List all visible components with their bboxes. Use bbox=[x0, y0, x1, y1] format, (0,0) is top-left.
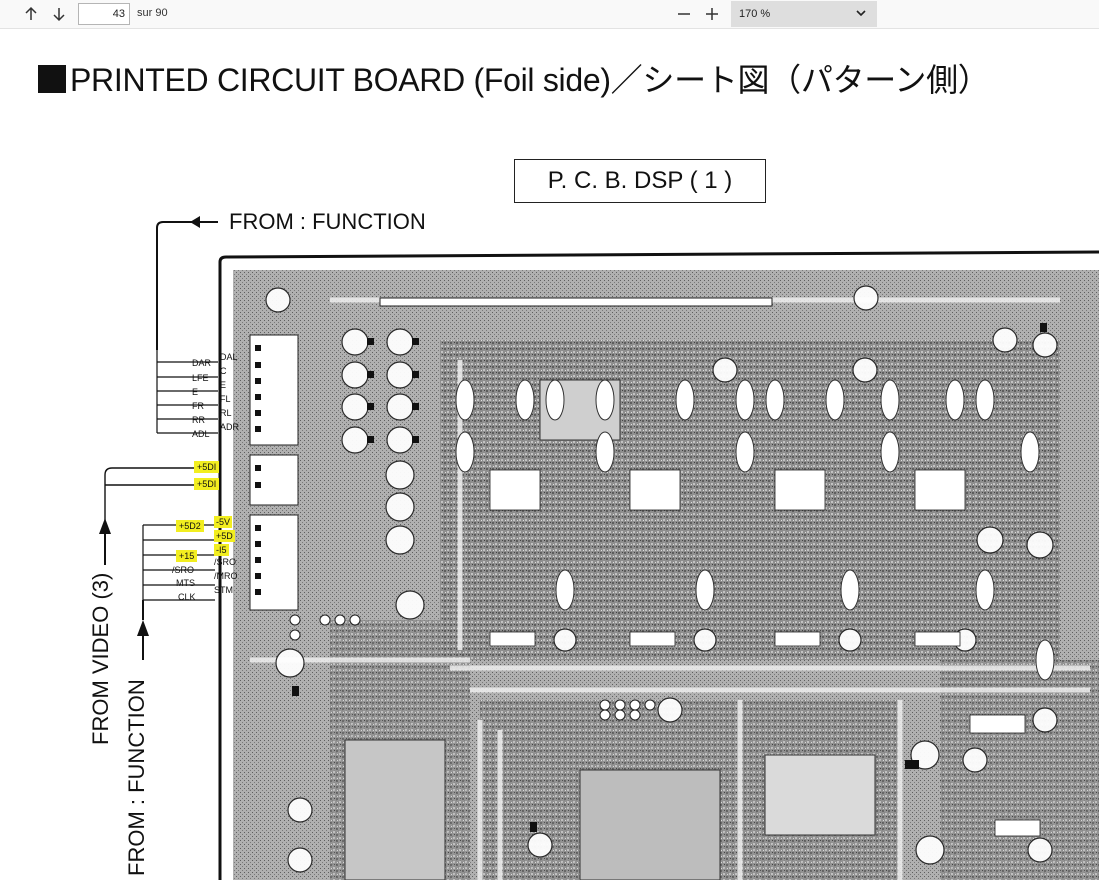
power-label-highlighted: +5D bbox=[214, 530, 235, 542]
title-bullet-square bbox=[38, 65, 66, 93]
top-feed-line bbox=[156, 221, 218, 350]
minus-icon bbox=[678, 13, 690, 15]
from-function-left-label: FROM : FUNCTION bbox=[124, 679, 149, 876]
signal-label: E bbox=[220, 380, 227, 390]
signal-label: RR bbox=[192, 415, 205, 425]
arrow-down-icon bbox=[53, 8, 65, 22]
signal-label: FR bbox=[192, 401, 204, 411]
power-label-highlighted: +5D2 bbox=[176, 520, 204, 532]
board-label-text: P. C. B. DSP ( 1 ) bbox=[547, 167, 733, 194]
signal-label: DAR bbox=[192, 358, 212, 368]
power-label-highlighted: +5DI bbox=[194, 461, 220, 473]
signal-label: LFE bbox=[192, 373, 209, 383]
from-function-top-label: FROM : FUNCTION bbox=[229, 209, 426, 234]
arrow-up-icon bbox=[25, 6, 37, 20]
previous-page-button[interactable] bbox=[20, 3, 42, 25]
top-arrow-head bbox=[190, 216, 200, 228]
signal-label: C bbox=[220, 366, 227, 376]
from-video-label: FROM VIDEO (3) bbox=[88, 572, 113, 745]
page-number-input[interactable] bbox=[78, 3, 130, 25]
signal-label: DAL bbox=[220, 352, 238, 362]
page-total-label: sur 90 bbox=[137, 7, 168, 19]
signal-label: ADR bbox=[220, 422, 240, 432]
signal-label: /SRO bbox=[214, 557, 237, 567]
signal-label: MTS bbox=[176, 578, 195, 588]
pdf-toolbar: sur 90 170 % bbox=[0, 0, 1099, 29]
zoom-in-button[interactable] bbox=[701, 3, 723, 25]
zoom-value: 170 % bbox=[739, 8, 771, 20]
signal-label: RL bbox=[220, 408, 232, 418]
signal-label: STM bbox=[214, 585, 233, 595]
signal-label: /MRO bbox=[214, 571, 238, 581]
signal-label: /SRO bbox=[172, 565, 195, 575]
board-outline bbox=[218, 250, 1099, 880]
document-title-text: PRINTED CIRCUIT BOARD (Foil side)／シート図（パ… bbox=[70, 62, 990, 98]
next-page-button[interactable] bbox=[48, 3, 70, 25]
board-label-box: P. C. B. DSP ( 1 ) bbox=[514, 159, 766, 203]
power-label-highlighted: +15 bbox=[176, 550, 198, 562]
video-arrow-head bbox=[99, 518, 111, 534]
power-label-highlighted: -I5 bbox=[214, 544, 229, 556]
signal-label: CLK bbox=[178, 592, 196, 602]
lower-connector-wires bbox=[142, 524, 215, 601]
signal-label: ADL bbox=[192, 429, 210, 439]
plus-icon bbox=[706, 8, 718, 20]
zoom-select[interactable]: 170 % bbox=[731, 1, 877, 27]
signal-label: FL bbox=[220, 394, 231, 404]
signal-label: E bbox=[192, 387, 199, 397]
chevron-down-icon bbox=[856, 10, 866, 17]
document-title: PRINTED CIRCUIT BOARD (Foil side)／シート図（パ… bbox=[38, 55, 990, 101]
power-label-highlighted: -5V bbox=[214, 516, 233, 528]
zoom-out-button[interactable] bbox=[673, 3, 695, 25]
power-label-highlighted: +5DI bbox=[194, 478, 220, 490]
top-connector-wires bbox=[156, 350, 218, 434]
